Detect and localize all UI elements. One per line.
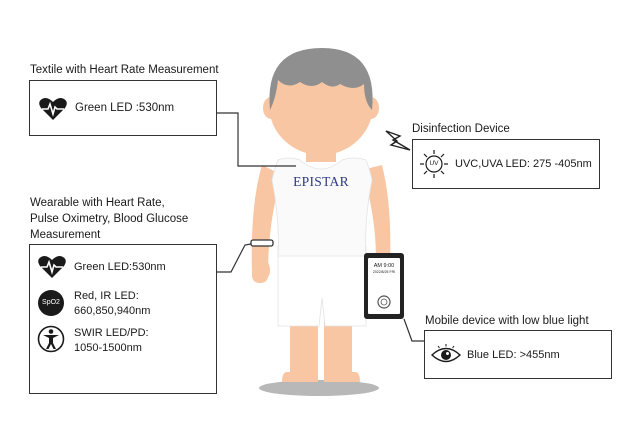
left-hand	[252, 258, 270, 282]
wearable-green-led-text: Green LED:530nm	[74, 261, 166, 273]
wearable-title-line-3: Measurement	[30, 229, 101, 241]
left-foot	[282, 372, 318, 382]
ground-shadow	[259, 380, 379, 396]
fingerprint-icon	[377, 295, 391, 309]
heart-pulse-icon	[39, 98, 67, 120]
brand-logo: EPISTAR	[293, 174, 349, 189]
connector-mobile	[403, 318, 425, 342]
phone-time: AM 9:00	[373, 263, 395, 269]
wearable-red-ir-line-1: Red, IR LED:	[74, 290, 139, 302]
uv-icon-label: UV	[429, 160, 439, 167]
spo2-icon	[38, 290, 64, 316]
mobile-led-text: Blue LED: >455nm	[467, 349, 560, 361]
left-ear	[263, 97, 279, 119]
connector-wearable	[216, 243, 252, 273]
disinfection-led-text: UVC,UVA LED: 275 -405nm	[455, 158, 592, 170]
textile-panel: Green LED :530nm	[29, 80, 217, 136]
wearable-swir-line-2: 1050-1500nm	[74, 342, 142, 354]
phone-date: 2022/8/25 FRI	[372, 270, 396, 274]
wearable-title-line-1: Wearable with Heart Rate,	[30, 197, 165, 209]
wearable-red-ir-line-2: 660,850,940nm	[74, 305, 151, 317]
shirt	[271, 157, 373, 257]
disinfection-title: Disinfection Device	[412, 123, 510, 135]
phone-screen	[368, 258, 400, 314]
right-leg	[324, 318, 352, 374]
uv-sun-icon	[420, 150, 448, 178]
textile-title: Textile with Heart Rate Measurement	[30, 64, 219, 76]
wearable-title-line-2: Pulse Oximetry, Blood Glucose	[30, 213, 189, 225]
left-leg	[290, 318, 318, 374]
disinfection-panel: UV UVC,UVA LED: 275 -405nm	[412, 139, 600, 189]
heart-pulse-icon	[38, 256, 66, 278]
fingerprint-core	[380, 298, 388, 306]
hair	[269, 48, 373, 110]
connector-textile	[216, 112, 296, 167]
eye-icon	[430, 344, 462, 363]
wristband	[250, 239, 274, 247]
spo2-icon-label: SpO2	[42, 299, 60, 306]
lightning-bolt-icon	[385, 130, 411, 151]
textile-led-text: Green LED :530nm	[75, 102, 175, 114]
wearable-swir-line-1: SWIR LED/PD:	[74, 327, 149, 339]
mobile-panel: Blue LED: >455nm	[424, 330, 612, 379]
wearable-panel: Green LED:530nm SpO2 Red, IR LED: 660,85…	[29, 244, 217, 394]
body-icon	[37, 325, 65, 353]
shorts	[277, 245, 367, 327]
right-foot	[324, 372, 360, 382]
mobile-title: Mobile device with low blue light	[425, 315, 589, 327]
